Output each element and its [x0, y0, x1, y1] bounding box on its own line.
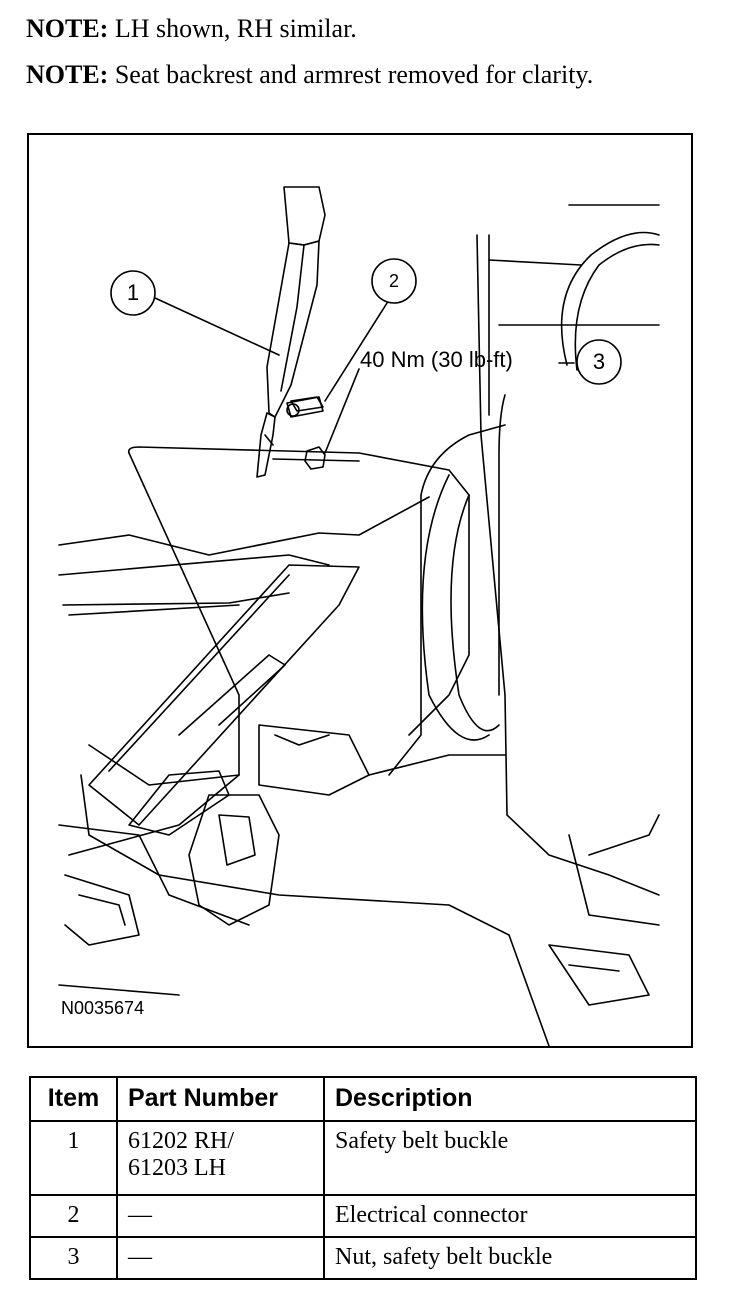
table-row: 1 61202 RH/ 61203 LH Safety belt buckle	[29, 1120, 697, 1196]
item-cell: 2	[29, 1194, 118, 1238]
table-header-row: Item Part Number Description	[29, 1076, 697, 1122]
note-text: Seat backrest and armrest removed for cl…	[114, 60, 594, 89]
leader-line-1	[154, 297, 280, 356]
callout-circle-1	[110, 270, 156, 316]
part-number-line: 61202 RH/	[128, 1128, 235, 1154]
callout-1: 1	[126, 280, 140, 305]
line-drawing	[58, 186, 660, 1046]
leader-line-2	[324, 302, 388, 402]
electrical-connector-drawing	[286, 396, 324, 418]
table-row: 3 — Nut, safety belt buckle	[29, 1236, 697, 1280]
header-description: Description	[323, 1076, 697, 1122]
parts-table: Item Part Number Description 1 61202 RH/…	[29, 1076, 697, 1280]
item-cell: 3	[29, 1236, 118, 1280]
nut-drawing	[272, 446, 360, 470]
note-label: NOTE:	[26, 14, 109, 43]
part-number-cell: 61202 RH/ 61203 LH	[116, 1120, 325, 1196]
description-cell: Safety belt buckle	[323, 1120, 697, 1196]
leader-line-torque	[324, 368, 360, 454]
note-text: LH shown, RH similar.	[114, 14, 357, 43]
description-cell: Electrical connector	[323, 1194, 697, 1238]
note-lh-shown: NOTE: LH shown, RH similar.	[26, 12, 357, 46]
note-seat-backrest: NOTE: Seat backrest and armrest removed …	[26, 58, 666, 92]
part-number-cell: —	[116, 1236, 325, 1280]
part-number-cell: —	[116, 1194, 325, 1238]
installation-figure: 1 2 3 40 Nm (30 lb-ft) N0035674	[27, 133, 693, 1048]
header-item: Item	[29, 1076, 118, 1122]
item-cell: 1	[29, 1120, 118, 1196]
safety-belt-buckle-drawing	[256, 186, 326, 478]
description-cell: Nut, safety belt buckle	[323, 1236, 697, 1280]
callout-circle-3	[576, 339, 622, 385]
callout-2: 2	[388, 271, 399, 291]
figure-id: N0035674	[61, 998, 145, 1018]
part-number-line: 61203 LH	[128, 1155, 226, 1181]
callout-3: 3	[592, 349, 606, 374]
torque-spec-label: 40 Nm (30 lb-ft)	[360, 347, 513, 372]
callout-circle-2	[371, 258, 417, 304]
note-label: NOTE:	[26, 60, 109, 89]
table-row: 2 — Electrical connector	[29, 1194, 697, 1238]
header-part-number: Part Number	[116, 1076, 325, 1122]
